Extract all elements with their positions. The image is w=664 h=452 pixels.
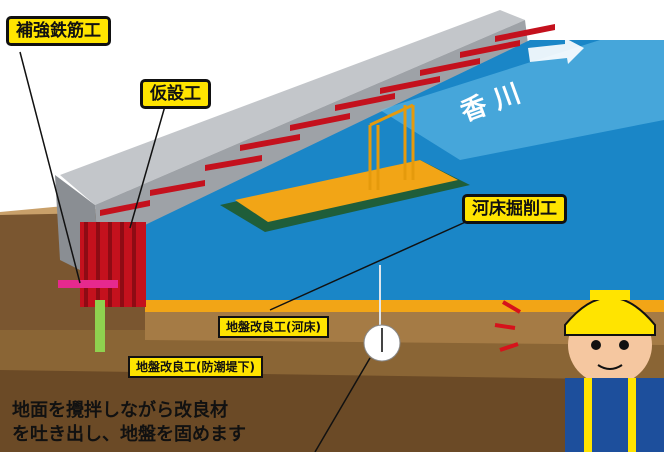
levee-footing xyxy=(58,280,118,288)
river-water-highlight xyxy=(380,40,664,160)
leader-lines xyxy=(19,51,471,452)
caption-line-1: 地面を攪拌しながら改良材 xyxy=(12,400,228,421)
barge-cranes xyxy=(368,103,415,190)
levee-improvement-pile xyxy=(95,300,105,352)
worker-mascot xyxy=(564,290,664,452)
label-ground-improvement-riverbed: 地盤改良工(河床) xyxy=(218,316,329,338)
barge-deck xyxy=(235,160,458,222)
label-reinforcement: 補強鉄筋工 xyxy=(6,16,111,46)
riverbed-excavation-layer xyxy=(145,300,664,312)
levee-wall-top xyxy=(60,10,525,205)
label-ground-improvement-levee: 地盤改良工(防潮堤下) xyxy=(128,356,263,378)
sheet-piles xyxy=(80,222,146,307)
label-riverbed-excavation: 河床掘削工 xyxy=(462,194,567,224)
caption-line-2: を吐き出し、地盤を固めます xyxy=(12,424,246,445)
reinforcement-beams xyxy=(100,24,555,216)
emphasis-marks xyxy=(494,300,522,352)
soil-deep-layer xyxy=(0,370,664,452)
river-flow-arrow xyxy=(528,38,584,64)
label-temporary-works: 仮設工 xyxy=(140,79,211,109)
